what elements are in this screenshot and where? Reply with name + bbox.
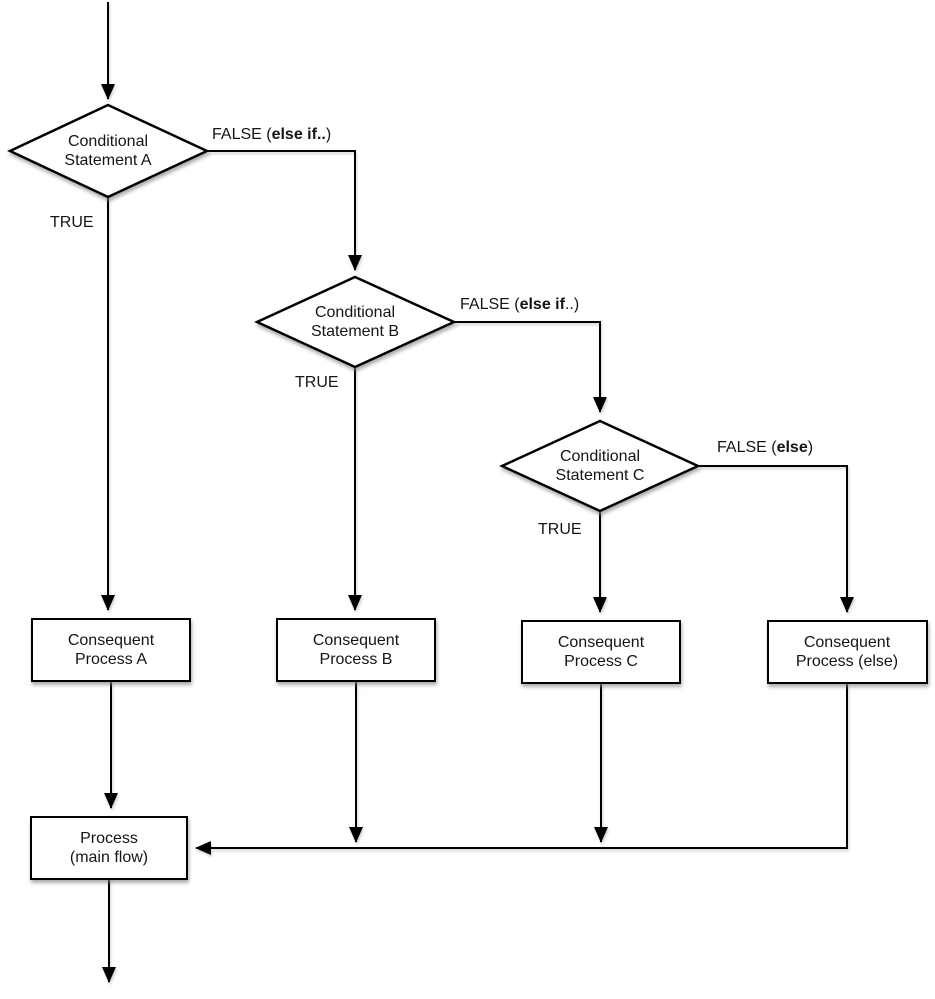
edge-c-false-to-else [698,465,854,613]
process-b-label: Consequent Process B [312,632,400,668]
process-a-label: Consequent Process A [67,632,155,668]
decision-c-label: Conditional Statement C [555,448,645,484]
process-b-shape [276,618,436,682]
false-label-c-bold: else [776,439,808,456]
false-label-a-prefix: FALSE ( [212,126,272,143]
false-label-c: FALSE (else) [717,439,813,457]
false-label-b-suffix: ..) [564,296,580,313]
true-label-c: TRUE [538,521,582,538]
false-label-b-prefix: FALSE ( [460,296,520,313]
false-label-a-bold: else if.. [271,126,326,143]
process-main-shape [30,816,188,880]
false-label-a: FALSE (else if..) [212,126,331,144]
false-label-a-suffix: ) [325,126,332,143]
decision-a-shape [7,103,210,199]
process-c-shape [521,620,681,684]
decision-b-label: Conditional Statement B [310,304,400,340]
process-a-shape [31,618,191,682]
process-c-label: Consequent Process C [557,634,645,670]
decision-b-shape [254,275,458,369]
true-label-b: TRUE [295,374,339,391]
false-label-b: FALSE (else if..) [460,296,579,314]
decision-c-shape [499,419,701,513]
edge-a-false-to-b [207,150,362,271]
process-else-label: Consequent Process (else) [795,634,899,670]
false-label-b-bold: else if [519,296,565,313]
true-label-a: TRUE [50,214,94,231]
edge-b-false-to-c [454,321,607,413]
process-main-label: Process (main flow) [69,830,149,866]
decision-a-label: Conditional Statement A [64,133,152,169]
edge-else-merge-to-main [195,684,848,855]
false-label-c-prefix: FALSE ( [717,439,777,456]
false-label-c-suffix: ) [807,439,814,456]
process-else-shape [767,620,928,684]
